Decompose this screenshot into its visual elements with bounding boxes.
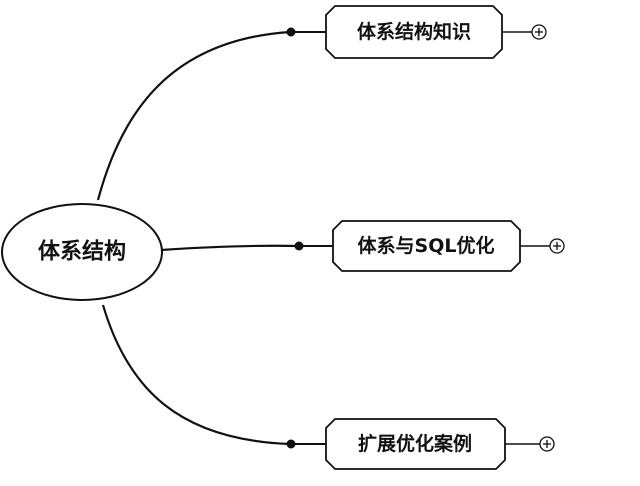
- central-topic-label: 体系结构: [38, 239, 126, 265]
- branch-node-1-label: 体系结构知识: [357, 20, 471, 43]
- connector-line-3: [101, 304, 291, 446]
- branch-node-2-label: 体系与SQL优化: [358, 234, 495, 257]
- expand-branch-3-button[interactable]: [539, 436, 555, 452]
- branch-node-3[interactable]: 扩展优化案例: [325, 418, 506, 470]
- expand-branch-2-button[interactable]: [549, 238, 565, 254]
- expand-branch-1-button[interactable]: [531, 24, 547, 40]
- branch-node-1[interactable]: 体系结构知识: [325, 5, 503, 59]
- connector-line-1: [96, 30, 291, 201]
- branch-node-2[interactable]: 体系与SQL优化: [332, 220, 521, 272]
- connector-line-2: [160, 244, 300, 252]
- branch-node-3-label: 扩展优化案例: [358, 432, 472, 455]
- central-topic-node[interactable]: 体系结构: [1, 203, 163, 301]
